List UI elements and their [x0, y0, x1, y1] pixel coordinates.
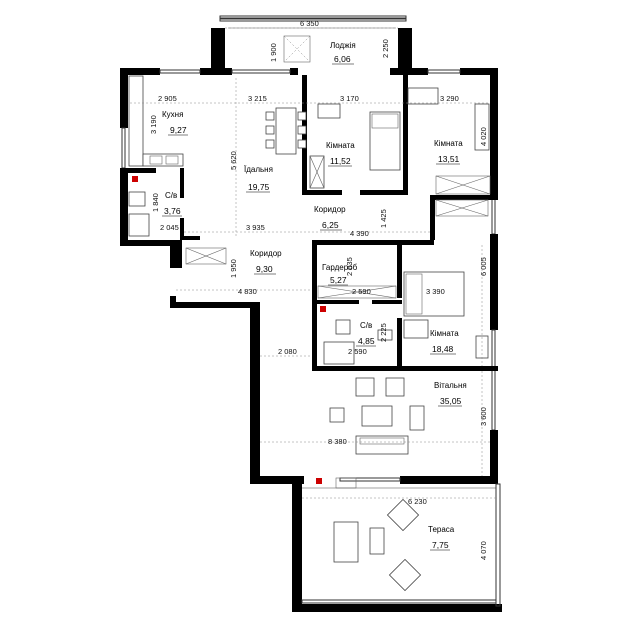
- bath2-name: С/в: [360, 321, 372, 330]
- wardrobe-name: Гардероб: [322, 263, 358, 272]
- room1-name: Кімната: [326, 141, 355, 150]
- interior-walls: [128, 75, 498, 484]
- dim-4070: 4 070: [479, 541, 488, 560]
- room1-area: 11,52: [330, 156, 351, 166]
- room2-area: 13,51: [438, 154, 460, 164]
- dim-2225: 2 225: [379, 323, 388, 342]
- dim-1950: 1 950: [229, 259, 238, 278]
- dim-1425: 1 425: [379, 209, 388, 228]
- dim-2045: 2 045: [160, 223, 179, 232]
- dim-2250: 2 250: [381, 39, 390, 58]
- dim-3290: 3 290: [440, 94, 459, 103]
- dim-3170: 3 170: [340, 94, 359, 103]
- loggia-area: 6,06: [334, 54, 351, 64]
- dim-4830: 4 830: [238, 287, 257, 296]
- dim-2035: 2 035: [345, 257, 354, 276]
- corridor1-name: Коридор: [314, 205, 346, 214]
- bath1-area: 3,76: [164, 206, 181, 216]
- bath2-area: 4,85: [358, 336, 375, 346]
- terrace-name: Тераса: [428, 525, 455, 534]
- dim-3600: 3 600: [479, 407, 488, 426]
- living-area: 35,05: [440, 396, 462, 406]
- terrace-outline: [292, 483, 502, 612]
- corridor1-area: 6,25: [322, 220, 339, 230]
- dim-6005: 6 005: [479, 257, 488, 276]
- dining-area: 19,75: [248, 182, 270, 192]
- dim-5620: 5 620: [229, 151, 238, 170]
- dim-8380: 8 380: [328, 437, 347, 446]
- kitchen-area: 9,27: [170, 125, 187, 135]
- loggia-name: Лоджія: [330, 41, 356, 50]
- room3-area: 18,48: [432, 344, 454, 354]
- room3-name: Кімната: [430, 329, 459, 338]
- kitchen-name: Кухня: [162, 110, 183, 119]
- dim-6230: 6 230: [408, 497, 427, 506]
- dining-name: Їдальня: [244, 165, 273, 174]
- dim-3390: 3 390: [426, 287, 445, 296]
- dim-2905: 2 905: [158, 94, 177, 103]
- corridor2-name: Коридор: [250, 249, 282, 258]
- room2-name: Кімната: [434, 139, 463, 148]
- dimension-guides: [130, 27, 496, 499]
- dim-6350: 6 350: [300, 19, 319, 28]
- dim-3190: 3 190: [149, 115, 158, 134]
- dimension-labels: 6 350 1 900 2 250 2 905 3 215 3 170 3 29…: [149, 19, 488, 560]
- dim-3215: 3 215: [248, 94, 267, 103]
- dim-4020: 4 020: [479, 127, 488, 146]
- dim-2080: 2 080: [278, 347, 297, 356]
- furniture: [128, 75, 497, 609]
- dim-4390: 4 390: [350, 229, 369, 238]
- dim-3935: 3 935: [246, 223, 265, 232]
- wardrobe-area: 5,27: [330, 275, 347, 285]
- dim-1840: 1 840: [151, 193, 160, 212]
- dim-1900: 1 900: [269, 43, 278, 62]
- loggia: [211, 15, 412, 72]
- dim-2590a: 2 590: [352, 287, 371, 296]
- room-labels: Лоджія 6,06 Кухня 9,27 Їдальня 19,75 Кім…: [162, 41, 467, 551]
- living-name: Вітальня: [434, 381, 467, 390]
- bath1-name: С/в: [165, 191, 177, 200]
- terrace-area: 7,75: [432, 540, 449, 550]
- corridor2-area: 9,30: [256, 264, 273, 274]
- dim-2590b: 2 590: [348, 347, 367, 356]
- outer-walls: [120, 68, 498, 484]
